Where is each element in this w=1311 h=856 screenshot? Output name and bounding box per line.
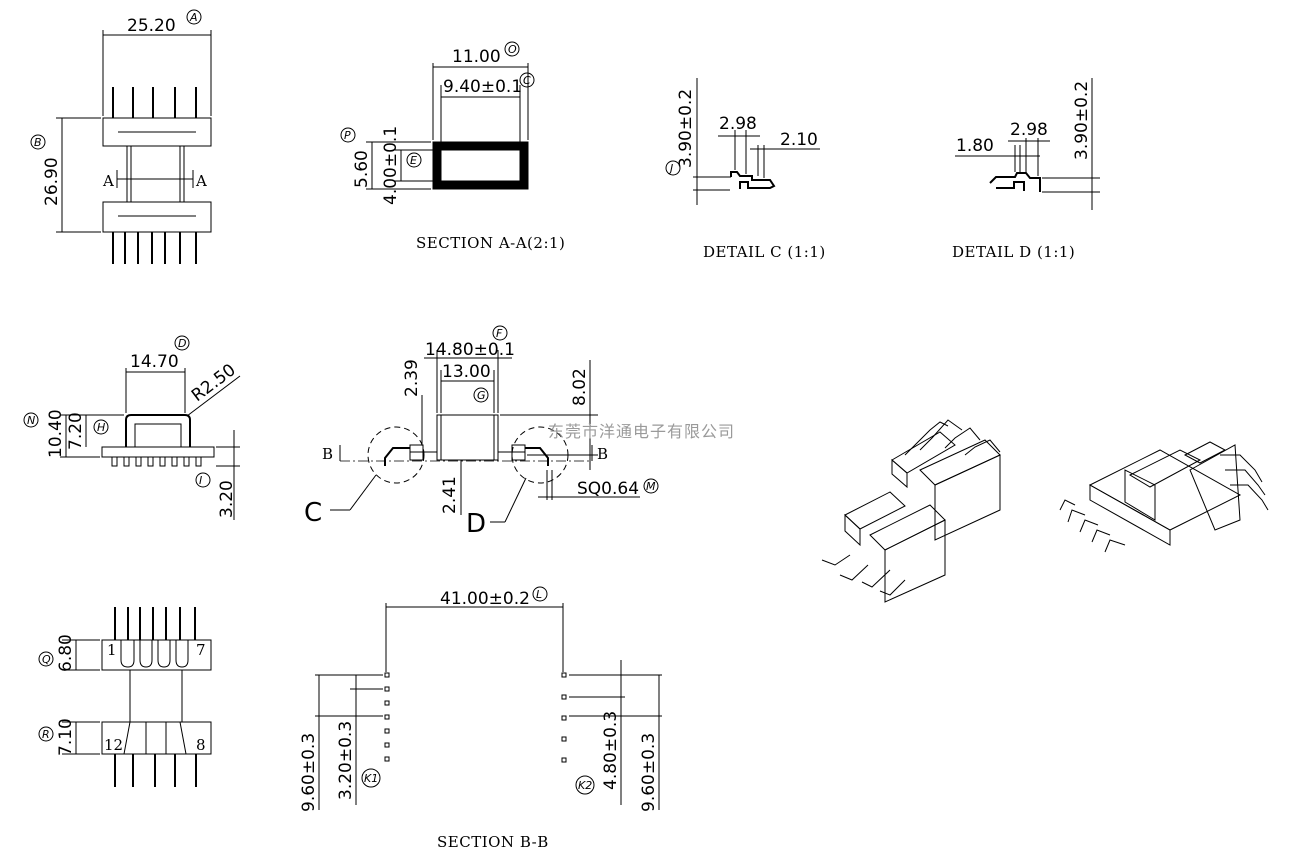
company-watermark: 东莞市洋通电子有限公司 (548, 422, 735, 441)
top-view: A A 25.20 A 26.90 B (30, 9, 212, 264)
cut-label-a-right: A (195, 172, 207, 190)
side-view: 14.70 D R2.50 10.40 N 7.20 H 3.20 I (23, 335, 241, 520)
dim-left-outer: 9.60±0.3 (299, 733, 319, 812)
svg-text:L: L (536, 588, 542, 601)
pin-7-label: 7 (196, 641, 206, 659)
bottom-view: 1 7 12 8 6.80 Q 7.10 R (38, 607, 212, 787)
cut-label-a-left: A (102, 172, 114, 190)
dim-span: 41.00±0.2 (440, 589, 530, 609)
dim-square: SQ0.64 (577, 479, 639, 499)
detail-d: 1.80 2.98 3.90±0.2 DETAIL D (1:1) (952, 78, 1100, 261)
svg-text:C: C (523, 74, 531, 87)
dim-c-height: 3.90±0.2 (676, 89, 696, 168)
dim-side-width: 14.70 (130, 352, 179, 372)
dim-c-pin: 2.10 (780, 130, 818, 150)
dim-inner-height: 4.00±0.1 (381, 126, 401, 205)
dim-left-inner: 3.20±0.3 (336, 721, 356, 800)
caption-detail-d: DETAIL D (1:1) (952, 243, 1075, 261)
detail-d-marker: D (466, 509, 486, 539)
dim-pin-height: 3.20 (217, 480, 237, 518)
caption-section-bb: SECTION B-B (437, 833, 549, 851)
pin-12-label: 12 (104, 736, 123, 754)
svg-text:I: I (199, 474, 202, 487)
isometric-view-right (1059, 441, 1269, 553)
cut-label-b-left: B (322, 445, 333, 463)
cut-label-b-right: B (597, 445, 608, 463)
dim-d-gap: 2.98 (1010, 120, 1048, 140)
dim-total-height: 10.40 (46, 409, 66, 458)
dim-outer-height: 5.60 (352, 150, 372, 188)
svg-text:P: P (344, 129, 351, 142)
svg-text:Q: Q (42, 653, 51, 666)
section-bb: 41.00±0.2 L 9.60±0.3 3.20±0.3 K1 4.80±0.… (299, 586, 662, 851)
dim-bottom-bottom: 7.10 (56, 718, 76, 756)
svg-text:R: R (42, 728, 50, 741)
dim-front-inner: 13.00 (442, 362, 491, 382)
front-view: C D B B 14.80±0.1 F 13.00 G 2.39 8.02 2.… (304, 325, 659, 539)
svg-text:K1: K1 (364, 772, 378, 785)
pin-8-label: 8 (196, 736, 206, 754)
svg-text:N: N (27, 414, 35, 427)
svg-text:J: J (668, 162, 673, 175)
detail-c-marker: C (304, 498, 322, 528)
dim-front-right: 8.02 (570, 368, 590, 406)
caption-detail-c: DETAIL C (1:1) (703, 243, 826, 261)
dim-right-outer: 9.60±0.3 (639, 733, 659, 812)
dim-c-gap: 2.98 (719, 114, 757, 134)
caption-section-aa: SECTION A-A(2:1) (416, 234, 565, 252)
svg-text:H: H (97, 421, 105, 434)
svg-text:D: D (178, 337, 186, 350)
tag-a: A (189, 11, 198, 24)
dim-d-left: 1.80 (956, 136, 994, 156)
dim-bottom-top: 6.80 (56, 634, 76, 672)
svg-text:E: E (410, 154, 417, 167)
dim-front-width: 14.80±0.1 (425, 340, 515, 360)
tag-b: B (34, 136, 42, 149)
svg-text:G: G (477, 389, 486, 402)
dim-front-bottom: 2.41 (440, 476, 460, 514)
dim-d-height: 3.90±0.2 (1072, 81, 1092, 160)
dim-front-top: 2.39 (402, 359, 422, 397)
detail-c: 2.98 2.10 3.90±0.2 J DETAIL C (1:1) (665, 78, 826, 261)
svg-text:O: O (508, 43, 517, 56)
dim-outer-width: 11.00 (452, 47, 501, 67)
dim-right-inner: 4.80±0.3 (601, 711, 621, 790)
svg-text:K2: K2 (578, 779, 592, 792)
svg-text:F: F (496, 327, 503, 340)
section-aa: 11.00 O 9.40±0.1 C 5.60 P 4.00±0.1 E SEC… (340, 41, 565, 252)
pin-1-label: 1 (107, 641, 117, 659)
dim-inner-width: 9.40±0.1 (443, 77, 522, 97)
dim-height: 26.90 (42, 157, 62, 206)
dim-body-height: 7.20 (66, 412, 86, 450)
svg-text:M: M (646, 480, 656, 493)
isometric-view-left (821, 419, 1001, 603)
dim-radius: R2.50 (188, 360, 240, 406)
dim-width: 25.20 (127, 16, 176, 36)
